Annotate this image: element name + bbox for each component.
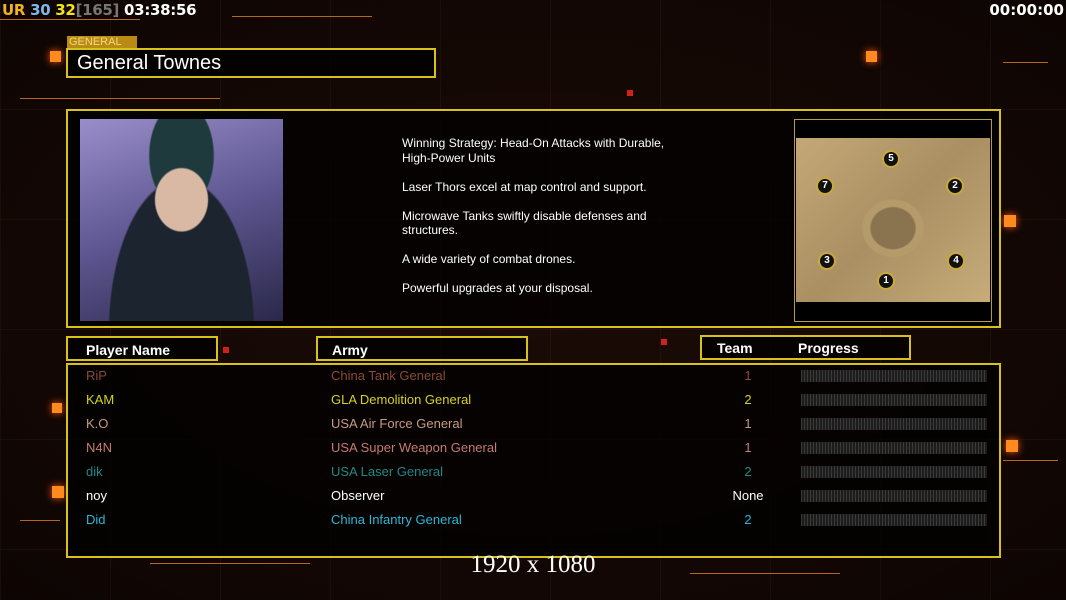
deco-line xyxy=(1003,62,1048,63)
player-team: None xyxy=(732,488,764,503)
description-line: Winning Strategy: Head-On Attacks with D… xyxy=(402,136,665,165)
description-line: Powerful upgrades at your disposal. xyxy=(402,281,593,295)
deco-square xyxy=(52,403,62,413)
player-team: 2 xyxy=(744,512,752,527)
deco-square xyxy=(1004,215,1016,227)
player-army: USA Super Weapon General xyxy=(331,440,497,455)
start-marker: 3 xyxy=(818,252,836,270)
general-info-panel: Winning Strategy: Head-On Attacks with D… xyxy=(66,109,1001,328)
player-team: 2 xyxy=(744,392,752,407)
progress-bar xyxy=(801,442,987,454)
army-header-label: Army xyxy=(332,342,368,358)
hud-stat: 30 xyxy=(30,1,51,19)
player-army: USA Air Force General xyxy=(331,416,463,431)
player-name: noy xyxy=(86,488,107,503)
player-row: dik USA Laser General 2 xyxy=(68,462,999,486)
player-army: China Infantry General xyxy=(331,512,462,527)
description-line: Microwave Tanks swiftly disable defenses… xyxy=(402,208,647,238)
player-row: N4N USA Super Weapon General 1 xyxy=(68,438,999,462)
deco-square xyxy=(223,347,229,353)
game-timer: 00:00:00 xyxy=(989,1,1064,19)
player-name-header-label: Player Name xyxy=(86,342,171,358)
player-name: Did xyxy=(86,512,106,527)
deco-square xyxy=(1006,440,1018,452)
player-team: 1 xyxy=(744,440,752,455)
player-team: 2 xyxy=(744,464,752,479)
start-marker: 1 xyxy=(877,272,895,290)
team-progress-header: Team Progress xyxy=(700,335,911,360)
player-name: RiP xyxy=(86,368,107,383)
player-row: noy Observer None xyxy=(68,486,999,510)
player-row: Did China Infantry General 2 xyxy=(68,510,999,534)
deco-square xyxy=(50,51,61,62)
deco-square xyxy=(627,90,633,96)
map-image: 5 2 7 3 4 1 xyxy=(796,138,990,302)
player-row: K.O USA Air Force General 1 xyxy=(68,414,999,438)
deco-line xyxy=(232,16,372,17)
player-team: 1 xyxy=(744,416,752,431)
progress-bar xyxy=(801,466,987,478)
player-list: RiP China Tank General 1 KAM GLA Demolit… xyxy=(66,363,1001,558)
deco-line xyxy=(0,19,140,20)
hud-stat: 32 xyxy=(55,1,76,19)
general-name: General Townes xyxy=(66,48,436,78)
progress-header-label: Progress xyxy=(798,340,859,356)
player-name-header: Player Name xyxy=(66,336,218,361)
player-row: KAM GLA Demolition General 2 xyxy=(68,390,999,414)
progress-bar xyxy=(801,370,987,382)
hud-clock: 03:38:56 xyxy=(124,1,197,19)
progress-bar xyxy=(801,394,987,406)
player-name: K.O xyxy=(86,416,109,431)
progress-bar xyxy=(801,418,987,430)
general-portrait xyxy=(80,119,283,321)
description-line: Laser Thors excel at map control and sup… xyxy=(402,179,647,194)
deco-square xyxy=(661,339,667,345)
player-name: KAM xyxy=(86,392,115,407)
hud-stats: UR 30 32[165] 03:38:56 xyxy=(2,1,197,19)
player-name: N4N xyxy=(86,440,113,455)
deco-line xyxy=(690,573,840,574)
progress-bar xyxy=(801,514,987,526)
deco-square xyxy=(866,51,877,62)
player-army: USA Laser General xyxy=(331,464,444,479)
start-marker: 2 xyxy=(946,177,964,195)
deco-line xyxy=(20,98,220,99)
general-description: Winning Strategy: Head-On Attacks with D… xyxy=(402,136,702,310)
resolution-label: 1920 x 1080 xyxy=(470,551,596,578)
description-line: A wide variety of combat drones. xyxy=(402,252,576,266)
army-header: Army xyxy=(316,336,528,361)
start-marker: 4 xyxy=(947,252,965,270)
deco-line xyxy=(150,563,310,564)
general-label: GENERAL xyxy=(67,36,137,48)
deco-line xyxy=(1003,460,1058,461)
progress-bar xyxy=(801,490,987,502)
start-marker: 5 xyxy=(882,150,900,168)
team-header-label: Team xyxy=(717,340,753,356)
player-army: China Tank General xyxy=(331,368,446,383)
hud-stat: UR xyxy=(2,1,26,19)
map-preview: 5 2 7 3 4 1 xyxy=(794,119,992,322)
start-marker: 7 xyxy=(816,177,834,195)
player-army: GLA Demolition General xyxy=(331,392,472,407)
player-team: 1 xyxy=(744,368,752,383)
player-name: dik xyxy=(86,464,103,479)
player-row: RiP China Tank General 1 xyxy=(68,366,999,390)
deco-square xyxy=(52,486,64,498)
deco-line xyxy=(20,520,60,521)
hud-stat: [165] xyxy=(75,1,120,19)
player-army: Observer xyxy=(331,488,385,503)
